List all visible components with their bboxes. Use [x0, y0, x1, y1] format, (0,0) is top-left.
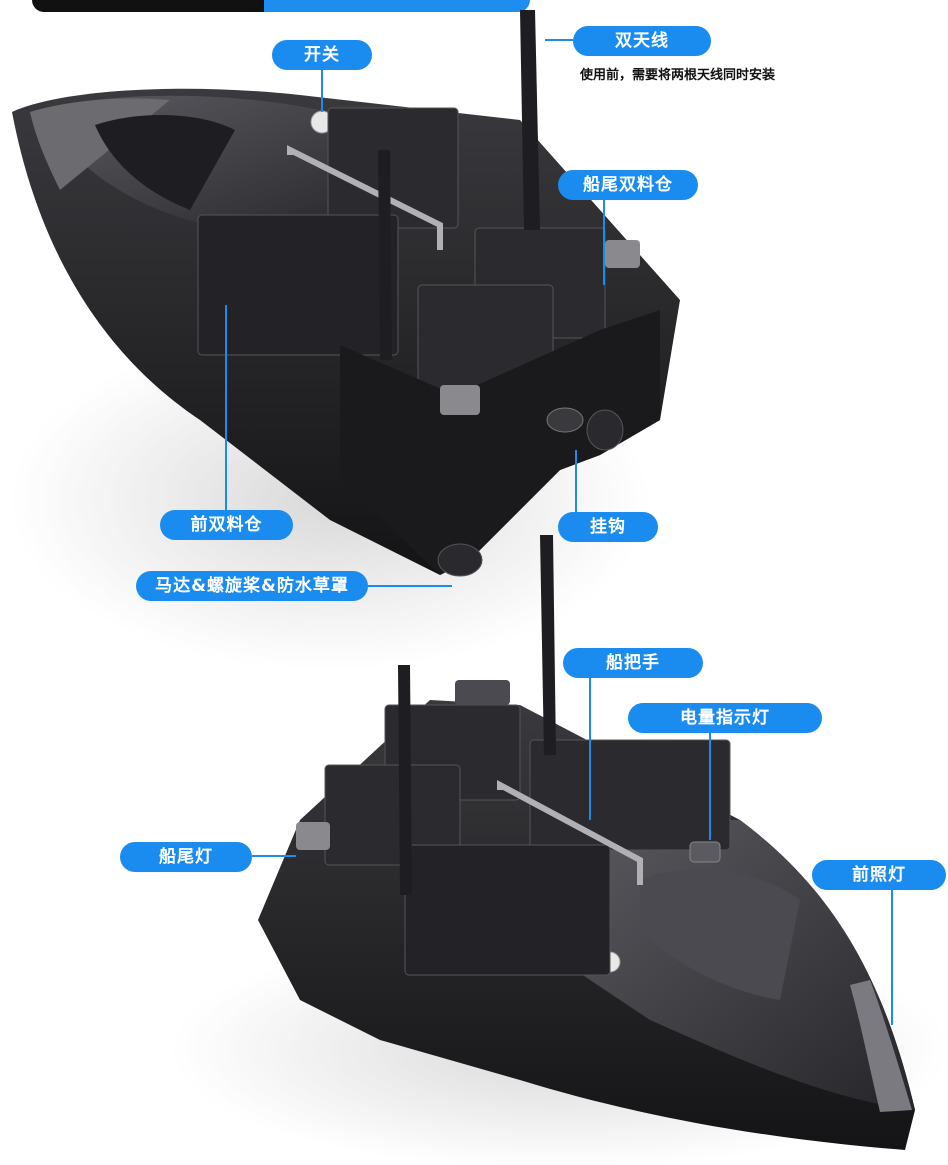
boat-top-stern-light-right: [605, 240, 640, 268]
label-boat-handle: 船把手: [563, 648, 703, 678]
boat-bottom-tail-light: [296, 822, 330, 850]
boat-bottom-antenna-1: [540, 535, 556, 755]
label-tail-light: 船尾灯: [120, 842, 252, 872]
boat-bottom-handle: [497, 779, 643, 885]
boat-bottom-antenna-2: [398, 665, 412, 895]
leader-lines: [225, 39, 893, 1025]
label-switch: 开关: [272, 40, 372, 70]
label-dual-antenna: 双天线: [573, 26, 711, 56]
top-banner-bar: [32, 0, 530, 12]
boat-bottom-rear-box: [455, 680, 510, 705]
boat-bottom-front-view: [170, 535, 948, 1165]
boat-bottom-rear-hopper-2: [324, 764, 461, 866]
banner-black-segment: [32, 0, 264, 12]
boat-top-stern: [340, 310, 660, 575]
boat-bottom-cockpit: [640, 869, 800, 1000]
boat-bottom-battery-indicator: [689, 841, 721, 863]
banner-blue-segment: [264, 0, 530, 12]
boat-top-rear-hopper-1: [327, 107, 459, 229]
label-motor-propeller-guard: 马达&螺旋桨&防水草罩: [136, 571, 368, 601]
label-battery-indicator: 电量指示灯: [628, 703, 822, 733]
boat-top-antenna-1: [520, 10, 540, 230]
label-front-dual-hopper: 前双料仓: [160, 510, 293, 540]
label-headlight: 前照灯: [812, 860, 946, 890]
boat-top-hook: [546, 407, 584, 433]
boat-bottom-headlight-strip: [850, 980, 912, 1112]
boat-bottom-front-hopper-2: [404, 844, 611, 976]
boat-top-motor-left: [437, 543, 483, 577]
boat-top-handle: [287, 145, 443, 250]
boat-bottom-front-hopper-1: [529, 739, 731, 851]
boat-top-antenna-2: [378, 150, 392, 360]
boat-top-motor-right: [586, 409, 624, 451]
label-rear-dual-hopper: 船尾双料仓: [558, 170, 698, 200]
boat-top-front-hopper-1: [197, 214, 399, 356]
boat-top-stern-light-left: [440, 385, 480, 415]
boat-top-cockpit: [95, 114, 235, 210]
label-hook: 挂钩: [558, 512, 658, 542]
antenna-note: 使用前，需要将两根天线同时安装: [580, 68, 776, 83]
